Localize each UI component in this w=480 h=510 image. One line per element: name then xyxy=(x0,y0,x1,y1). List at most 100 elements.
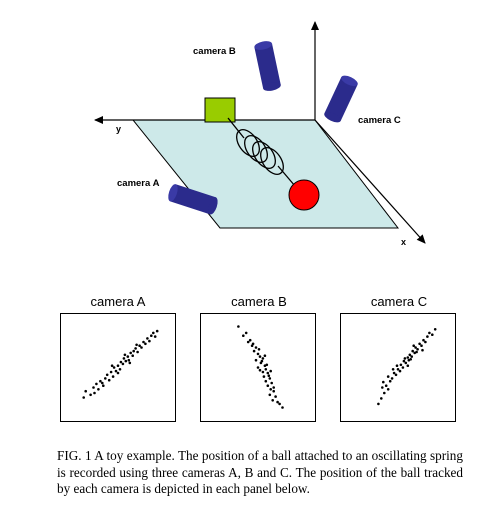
scatter-point xyxy=(237,325,240,328)
scatter-point xyxy=(93,391,96,395)
x-axis-label: x xyxy=(401,237,407,247)
scatter-point xyxy=(92,386,95,389)
scatter-point xyxy=(266,384,270,387)
camera-c-icon xyxy=(324,75,358,123)
scatter-point xyxy=(102,384,105,387)
camera-b-icon xyxy=(254,41,281,91)
scatter-point xyxy=(99,379,102,383)
scatter-point xyxy=(384,384,388,387)
scatter-point xyxy=(272,386,275,389)
panel-b-scatter xyxy=(237,325,284,409)
scatter-point xyxy=(391,368,395,371)
panel-b xyxy=(200,313,316,422)
scatter-point xyxy=(394,373,398,377)
scatter-point xyxy=(268,393,272,397)
scatter-point xyxy=(390,377,394,380)
scatter-point xyxy=(258,355,262,358)
scatter-point xyxy=(410,355,413,358)
scatter-point xyxy=(428,331,431,335)
scatter-point xyxy=(269,369,272,373)
scatter-point xyxy=(386,375,390,378)
scatter-point xyxy=(272,389,275,393)
scatter-point xyxy=(116,364,120,367)
scatter-point xyxy=(122,357,126,360)
scatter-point xyxy=(261,370,265,374)
scatter-point xyxy=(424,340,427,344)
panel-c-title: camera C xyxy=(370,294,428,309)
scatter-point xyxy=(263,354,267,357)
scatter-point xyxy=(155,329,159,333)
scatter-point xyxy=(89,393,92,397)
scatter-point xyxy=(82,396,85,399)
scatter-point xyxy=(248,338,252,342)
ground-plane xyxy=(131,119,400,229)
spring-scene-diagram xyxy=(94,21,426,244)
scatter-point xyxy=(269,388,272,391)
scatter-point xyxy=(392,371,396,375)
scatter-point xyxy=(153,335,157,338)
scatter-point xyxy=(399,363,403,367)
scatter-point xyxy=(127,358,131,362)
scatter-point xyxy=(142,340,145,344)
scatter-point xyxy=(126,355,130,358)
spring xyxy=(227,117,296,187)
scatter-point xyxy=(412,344,415,347)
scatter-point xyxy=(116,371,120,375)
scatter-point xyxy=(264,379,268,383)
scatter-point xyxy=(144,342,147,346)
scatter-point xyxy=(112,366,116,369)
panel-a-title: camera A xyxy=(90,294,146,309)
ball xyxy=(288,179,320,211)
scatter-point xyxy=(134,347,137,350)
scatter-point xyxy=(380,397,383,400)
y-axis-label: y xyxy=(116,124,122,134)
scatter-point xyxy=(242,334,245,337)
scatter-point xyxy=(433,328,437,331)
scatter-point xyxy=(135,343,138,347)
scatter-point xyxy=(382,380,385,384)
scatter-point xyxy=(402,359,406,363)
scatter-point xyxy=(416,348,419,351)
camera-b-label: camera B xyxy=(193,46,236,57)
x-axis xyxy=(314,119,426,244)
scatter-point xyxy=(270,381,273,385)
scatter-point xyxy=(403,357,407,360)
scatter-point xyxy=(271,399,274,402)
scatter-point xyxy=(124,359,128,363)
figure-caption: FIG. 1 A toy example. The position of a … xyxy=(57,448,463,497)
scatter-point xyxy=(274,395,277,398)
scatter-point xyxy=(404,361,408,365)
scatter-point xyxy=(383,391,386,395)
scatter-point xyxy=(107,378,111,382)
scatter-point xyxy=(111,375,115,378)
panel-a xyxy=(60,313,176,422)
scatter-point xyxy=(97,388,100,391)
scatter-point xyxy=(411,349,414,353)
scatter-point xyxy=(121,362,125,366)
scatter-point xyxy=(146,337,149,340)
scatter-point xyxy=(252,349,256,353)
scatter-point xyxy=(95,382,98,386)
scatter-point xyxy=(258,368,262,372)
scatter-point xyxy=(381,386,384,389)
scatter-point xyxy=(256,366,260,369)
scatter-point xyxy=(406,356,410,359)
scatter-point xyxy=(254,346,258,349)
panel-c xyxy=(340,313,456,422)
scatter-point xyxy=(421,348,424,352)
scatter-point xyxy=(386,388,390,391)
scatter-point xyxy=(123,353,127,357)
scatter-point xyxy=(244,331,248,335)
camera-a-label: camera A xyxy=(117,178,160,189)
scatter-point xyxy=(401,366,405,369)
scatter-point xyxy=(152,331,155,335)
scatter-point xyxy=(276,400,279,404)
scatter-point xyxy=(388,379,392,383)
scatter-point xyxy=(265,363,269,367)
scatter-point xyxy=(250,344,254,347)
scatter-point xyxy=(431,333,434,336)
scatter-point xyxy=(377,402,380,406)
scatter-point xyxy=(395,364,399,367)
scatter-point xyxy=(406,364,410,367)
panel-c-scatter xyxy=(377,328,437,406)
